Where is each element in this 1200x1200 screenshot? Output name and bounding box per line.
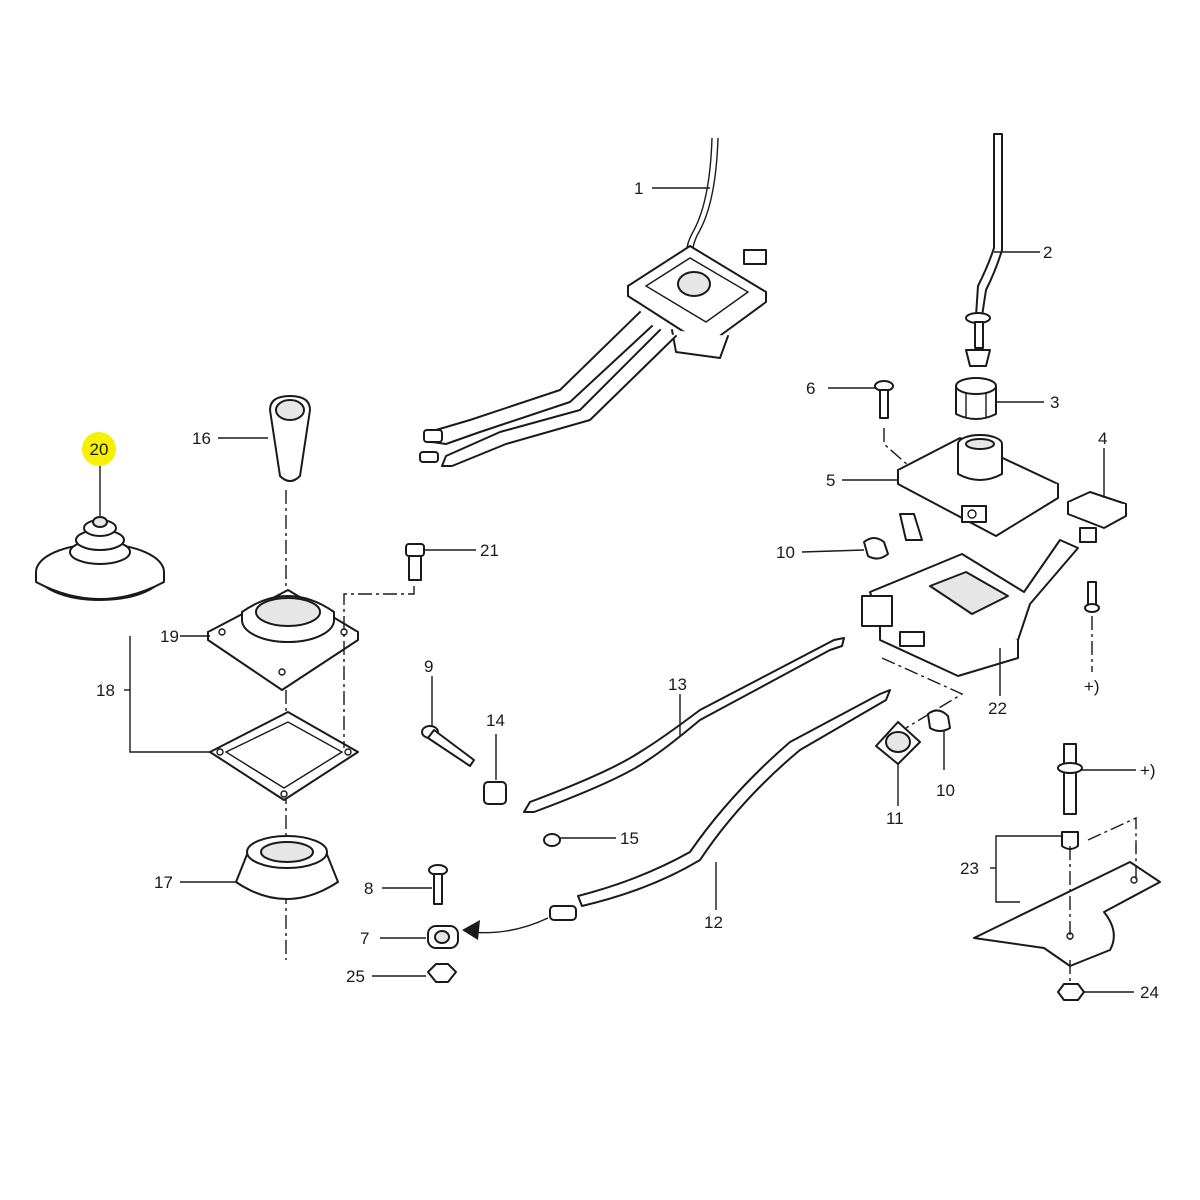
part-24-nut[interactable] <box>1057 983 1085 1001</box>
callout-3[interactable]: 3 <box>1050 393 1059 412</box>
callout-9[interactable]: 9 <box>424 657 433 676</box>
part-5-lever-housing[interactable] <box>897 434 1059 541</box>
part-20-shift-boot[interactable] <box>35 516 165 601</box>
part-17-collar-ring[interactable] <box>235 835 339 900</box>
part-15-washer[interactable] <box>543 833 561 847</box>
callout-15[interactable]: 15 <box>620 829 639 848</box>
callout-5[interactable]: 5 <box>826 471 835 490</box>
callout-plus-a[interactable]: +) <box>1084 677 1100 696</box>
part-10-clip-upper[interactable] <box>863 537 889 560</box>
part-25-nut[interactable] <box>427 963 457 983</box>
part-16-shift-knob[interactable] <box>269 395 311 482</box>
part-11-grommet[interactable] <box>875 721 921 765</box>
callout-22[interactable]: 22 <box>988 699 1007 718</box>
callout-13[interactable]: 13 <box>668 675 687 694</box>
callout-21[interactable]: 21 <box>480 541 499 560</box>
part-21-bolt[interactable] <box>405 543 425 581</box>
assembly-arrow <box>469 917 549 934</box>
highlight-marker <box>82 432 116 466</box>
callout-25[interactable]: 25 <box>346 967 365 986</box>
callout-4[interactable]: 4 <box>1098 429 1107 448</box>
mounting-stud[interactable] <box>1057 743 1083 815</box>
callout-24[interactable]: 24 <box>1140 983 1159 1002</box>
callout-16[interactable]: 16 <box>192 429 211 448</box>
callout-6[interactable]: 6 <box>806 379 815 398</box>
callout-17[interactable]: 17 <box>154 873 173 892</box>
part-23-floor-plate[interactable] <box>973 831 1161 967</box>
callout-7[interactable]: 7 <box>360 929 369 948</box>
part-18-gasket[interactable] <box>209 711 359 801</box>
callout-10-upper[interactable]: 10 <box>776 543 795 562</box>
part-14-spacer[interactable] <box>483 781 507 805</box>
part-19-mounting-plate[interactable] <box>207 589 359 691</box>
screw-6-path <box>883 428 971 521</box>
callout-19[interactable]: 19 <box>160 627 179 646</box>
assembly-arrowhead <box>462 920 480 940</box>
part-3-bushing[interactable] <box>955 377 997 420</box>
part-22-base-housing[interactable] <box>861 539 1079 677</box>
callout-12[interactable]: 12 <box>704 913 723 932</box>
part-6-screw[interactable] <box>874 380 894 419</box>
part-9-bolt[interactable] <box>421 725 475 767</box>
part-1-shifter-assembly[interactable] <box>419 137 767 467</box>
base-guide-line <box>881 657 964 729</box>
callout-11[interactable]: 11 <box>886 809 904 828</box>
plate-guide-line <box>1087 816 1137 880</box>
callout-2[interactable]: 2 <box>1043 243 1052 262</box>
callout-8[interactable]: 8 <box>364 879 373 898</box>
callout-20[interactable]: 20 <box>90 440 109 459</box>
housing-screw[interactable] <box>1084 581 1100 613</box>
part-7-bushing[interactable] <box>427 925 459 949</box>
callout-14[interactable]: 14 <box>486 711 505 730</box>
bolt-21-path <box>343 586 415 748</box>
part-12-cable-rod[interactable] <box>549 689 891 921</box>
part-13-cable-rod[interactable] <box>523 637 845 813</box>
callout-10-lower[interactable]: 10 <box>936 781 955 800</box>
callout-1[interactable]: 1 <box>634 179 643 198</box>
callout-23[interactable]: 23 <box>960 859 979 878</box>
callout-plus-b[interactable]: +) <box>1140 761 1156 780</box>
part-2-shift-lever[interactable] <box>965 133 1003 367</box>
part-10-clip-lower[interactable] <box>927 709 951 732</box>
callout-18[interactable]: 18 <box>96 681 115 700</box>
part-8-bolt[interactable] <box>428 864 448 905</box>
part-4-block[interactable] <box>1067 491 1127 543</box>
